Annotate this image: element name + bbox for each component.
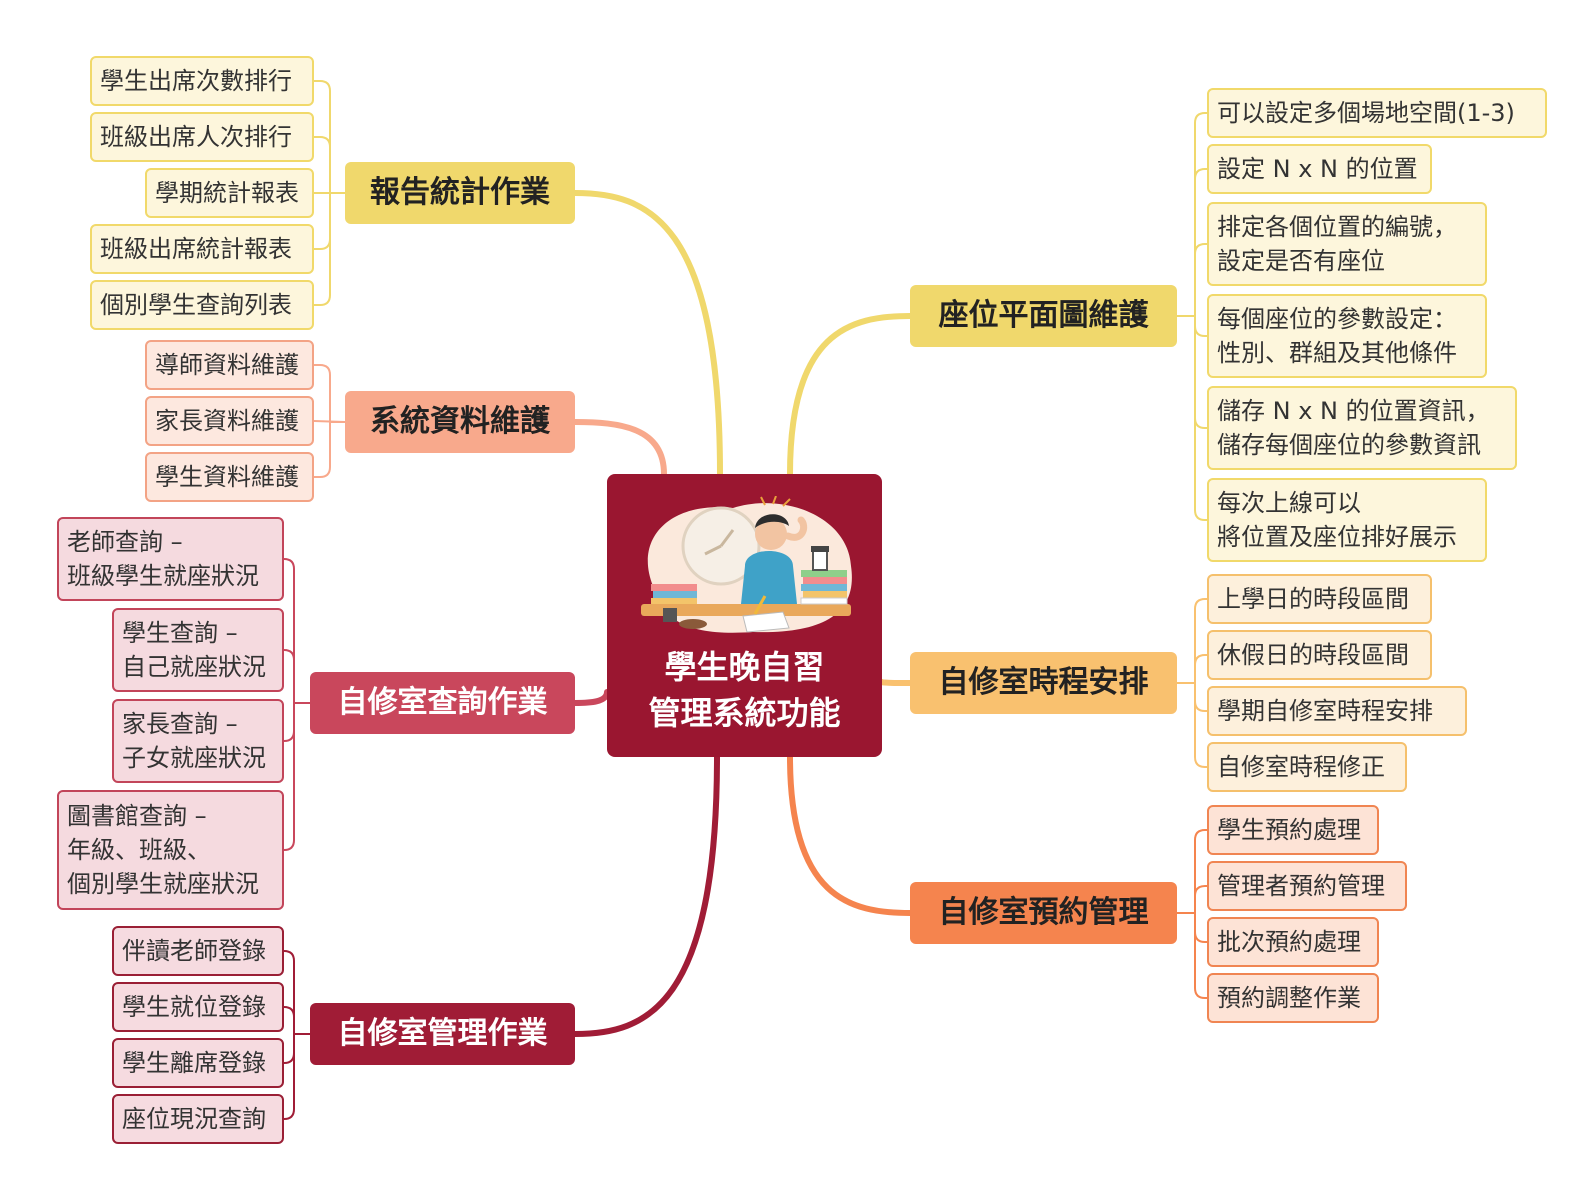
branch-topic-manage[interactable]: 自修室管理作業 bbox=[310, 1003, 575, 1065]
leaf-topic[interactable]: 導師資料維護 bbox=[145, 340, 314, 390]
connector-line bbox=[879, 679, 913, 686]
connector-line bbox=[313, 136, 346, 194]
connector-line bbox=[787, 754, 913, 916]
connector-line bbox=[1176, 682, 1208, 712]
leaf-topic[interactable]: 學期自修室時程安排 bbox=[1207, 686, 1467, 736]
connector-line bbox=[313, 80, 346, 194]
leaf-topic[interactable]: 家長資料維護 bbox=[145, 396, 314, 446]
leaf-topic[interactable]: 預約調整作業 bbox=[1207, 973, 1379, 1023]
branch-topic-booking[interactable]: 自修室預約管理 bbox=[910, 882, 1177, 944]
leaf-topic[interactable]: 學生離席登錄 bbox=[112, 1038, 284, 1088]
leaf-topic[interactable]: 批次預約處理 bbox=[1207, 917, 1379, 967]
leaf-topic[interactable]: 可以設定多個場地空間(1-3) bbox=[1207, 88, 1547, 138]
leaf-topic[interactable]: 休假日的時段區間 bbox=[1207, 630, 1432, 680]
leaf-topic[interactable]: 管理者預約管理 bbox=[1207, 861, 1407, 911]
connector-line bbox=[1176, 829, 1208, 914]
connector-line bbox=[787, 313, 913, 477]
leaf-topic[interactable]: 學生資料維護 bbox=[145, 452, 314, 502]
connector-line bbox=[1176, 315, 1208, 521]
connector-line bbox=[313, 421, 346, 478]
stressed-student-illustration bbox=[641, 496, 852, 633]
connector-line bbox=[572, 689, 610, 706]
connector-line bbox=[1176, 912, 1208, 943]
branch-topic-seatmap[interactable]: 座位平面圖維護 bbox=[910, 285, 1177, 347]
leaf-topic[interactable]: 學期統計報表 bbox=[145, 168, 314, 218]
leaf-topic[interactable]: 學生就位登錄 bbox=[112, 982, 284, 1032]
connector-line bbox=[1176, 598, 1208, 684]
leaf-topic[interactable]: 學生查詢 – 自己就座狀況 bbox=[112, 608, 284, 692]
central-topic[interactable]: 學生晚自習 管理系統功能 bbox=[607, 474, 882, 757]
connector-line bbox=[1176, 315, 1208, 337]
branch-topic-schedule[interactable]: 自修室時程安排 bbox=[910, 652, 1177, 714]
leaf-topic[interactable]: 設定 N x N 的位置 bbox=[1207, 144, 1432, 194]
connector-line bbox=[283, 702, 311, 742]
branch-topic-sysdata[interactable]: 系統資料維護 bbox=[345, 391, 575, 453]
connector-line bbox=[1176, 912, 1208, 999]
connector-line bbox=[1176, 315, 1208, 429]
leaf-topic[interactable]: 儲存 N x N 的位置資訊， 儲存每個座位的參數資訊 bbox=[1207, 386, 1517, 470]
leaf-topic[interactable]: 座位現況查詢 bbox=[112, 1094, 284, 1144]
leaf-topic[interactable]: 每次上線可以 將位置及座位排好展示 bbox=[1207, 478, 1487, 562]
connector-line bbox=[313, 364, 346, 423]
central-topic-title: 學生晚自習 管理系統功能 bbox=[648, 648, 841, 732]
connector-line bbox=[1176, 682, 1208, 768]
leaf-topic[interactable]: 老師查詢 – 班級學生就座狀況 bbox=[57, 517, 284, 601]
leaf-topic[interactable]: 班級出席人次排行 bbox=[90, 112, 314, 162]
connector-line bbox=[283, 1033, 311, 1120]
leaf-topic[interactable]: 上學日的時段區間 bbox=[1207, 574, 1432, 624]
leaf-topic[interactable]: 自修室時程修正 bbox=[1207, 742, 1407, 792]
connector-line bbox=[283, 1033, 311, 1064]
leaf-topic[interactable]: 伴讀老師登錄 bbox=[112, 926, 284, 976]
connector-line bbox=[1176, 168, 1208, 317]
connector-line bbox=[1176, 654, 1208, 684]
connector-line bbox=[283, 702, 311, 851]
branch-topic-query[interactable]: 自修室查詢作業 bbox=[310, 672, 575, 734]
connector-line bbox=[313, 192, 346, 306]
leaf-topic[interactable]: 個別學生查詢列表 bbox=[90, 280, 314, 330]
connector-line bbox=[1176, 885, 1208, 914]
leaf-topic[interactable]: 家長查詢 – 子女就座狀況 bbox=[112, 699, 284, 783]
leaf-topic[interactable]: 班級出席統計報表 bbox=[90, 224, 314, 274]
leaf-topic[interactable]: 學生預約處理 bbox=[1207, 805, 1379, 855]
connector-line bbox=[283, 950, 311, 1035]
connector-line bbox=[283, 1006, 311, 1035]
connector-line bbox=[283, 558, 311, 704]
leaf-topic[interactable]: 學生出席次數排行 bbox=[90, 56, 314, 106]
connector-line bbox=[1176, 112, 1208, 317]
leaf-topic[interactable]: 排定各個位置的編號， 設定是否有座位 bbox=[1207, 202, 1487, 286]
connector-line bbox=[572, 190, 723, 477]
connector-line bbox=[572, 419, 667, 477]
connector-line bbox=[572, 754, 720, 1037]
branch-topic-report[interactable]: 報告統計作業 bbox=[345, 162, 575, 224]
leaf-topic[interactable]: 圖書館查詢 – 年級、班級、 個別學生就座狀況 bbox=[57, 790, 284, 910]
connector-line bbox=[1176, 243, 1208, 317]
connector-line bbox=[283, 649, 311, 704]
leaf-topic[interactable]: 每個座位的參數設定： 性別、群組及其他條件 bbox=[1207, 294, 1487, 378]
